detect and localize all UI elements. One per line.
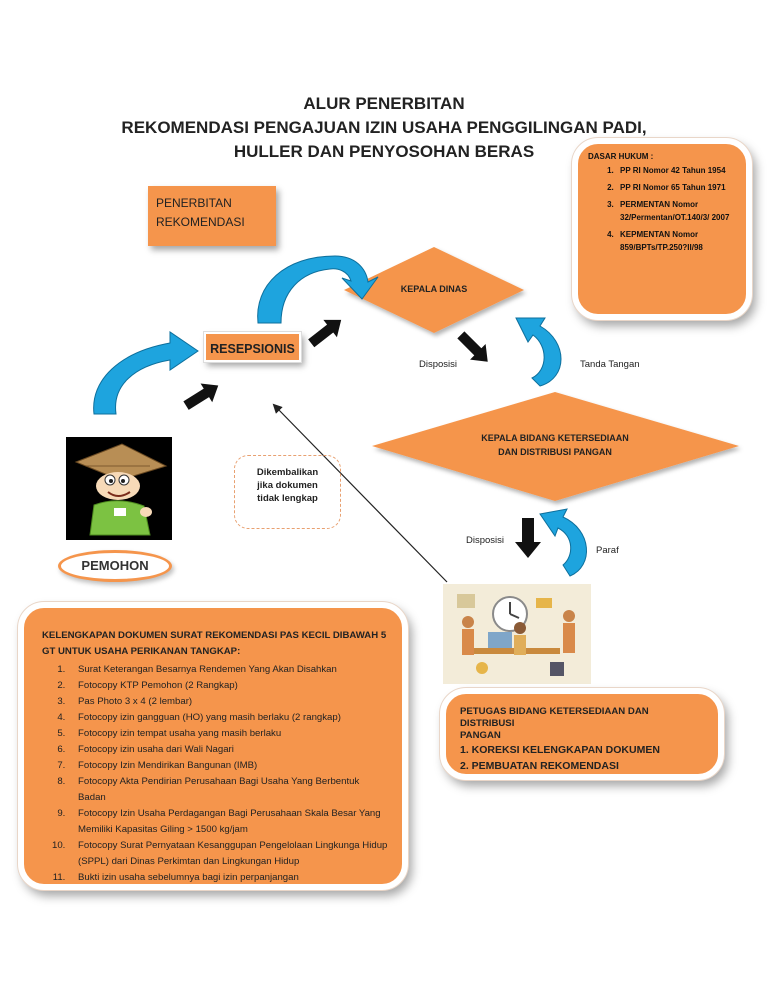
kelengkapan-item: Fotocopy Izin Usaha Perdagangan Bagi Per…: [68, 806, 388, 838]
dasar-hukum-item: PERMENTAN Nomor 32/Permentan/OT.140/3/ 2…: [616, 198, 736, 224]
curved-arrow-pemohon-to-resepsionis: [93, 331, 199, 415]
petugas-task-2: 2. PEMBUATAN REKOMENDASI: [460, 760, 619, 772]
office-illustration: [443, 584, 591, 684]
block-arrow-resepsionis-to-kepala-dinas: [308, 319, 342, 348]
dasar-hukum-item: KEPMENTAN Nomor 859/BPTs/TP.250?II/98: [616, 228, 736, 254]
penerbitan-line-2: REKOMENDASI: [156, 215, 245, 229]
kepala-bidang-line-2: DAN DISTRIBUSI PANGAN: [498, 447, 612, 457]
kelengkapan-item: Fotocopy izin usaha dari Wali Nagari: [68, 742, 388, 758]
petugas-heading-line-2: PANGAN: [460, 730, 501, 741]
curved-arrow-paraf: [539, 508, 587, 577]
kelengkapan-item: Pas Photo 3 x 4 (2 lembar): [68, 694, 388, 710]
kelengkapan-item: Bukti izin usaha sebelumnya bagi izin pe…: [68, 870, 388, 886]
petugas-card: PETUGAS BIDANG KETERSEDIAAN DAN DISTRIBU…: [440, 688, 724, 780]
kelengkapan-heading-line-1: KELENGKAPAN DOKUMEN SURAT REKOMENDASI PA…: [42, 630, 387, 641]
kelengkapan-item: Surat Keterangan Besarnya Rendemen Yang …: [68, 662, 388, 678]
kelengkapan-item: Fotocopy izin tempat usaha yang masih be…: [68, 726, 388, 742]
petugas-heading-line-1: PETUGAS BIDANG KETERSEDIAAN DAN DISTRIBU…: [460, 706, 649, 729]
title-line-2: REKOMENDASI PENGAJUAN IZIN USAHA PENGGIL…: [121, 118, 647, 137]
title-line-3: HULLER DAN PENYOSOHAN BERAS: [233, 142, 535, 161]
resepsionis-box: RESEPSIONIS: [204, 332, 301, 362]
kelengkapan-item: Fotocopy izin gangguan (HO) yang masih b…: [68, 710, 388, 726]
kelengkapan-item: Fotocopy Izin Mendirikan Bangunan (IMB): [68, 758, 388, 774]
curved-arrow-tanda-tangan: [515, 317, 562, 387]
dasar-hukum-item: PP RI Nomor 42 Tahun 1954: [616, 164, 736, 177]
dikembalikan-line-1: Dikembalikan: [256, 467, 319, 478]
disposisi-label-1: Disposisi: [419, 359, 458, 370]
dasar-hukum-list: PP RI Nomor 42 Tahun 1954 PP RI Nomor 65…: [588, 164, 736, 254]
kepala-dinas-label: KEPALA DINAS: [400, 284, 468, 294]
disposisi-label-2: Disposisi: [466, 535, 505, 546]
title-line-1: ALUR PENERBITAN: [303, 94, 465, 113]
kelengkapan-heading-line-2: GT UNTUK USAHA PERIKANAN TANGKAP:: [42, 646, 241, 657]
dikembalikan-line-2: jika dokumen: [257, 480, 318, 491]
kepala-bidang-diamond: [372, 392, 739, 501]
dasar-hukum-card: DASAR HUKUM : PP RI Nomor 42 Tahun 1954 …: [572, 138, 752, 320]
kepala-bidang-line-1: KEPALA BIDANG KETERSEDIAAN: [481, 433, 629, 443]
tanda-tangan-label: Tanda Tangan: [580, 359, 640, 370]
kelengkapan-dokumen-card: KELENGKAPAN DOKUMEN SURAT REKOMENDASI PA…: [18, 602, 408, 890]
block-arrow-pemohon-to-resepsionis: [183, 383, 219, 410]
return-arrow-line: [272, 403, 448, 583]
kelengkapan-list: Surat Keterangan Besarnya Rendemen Yang …: [42, 662, 388, 886]
curved-arrow-resepsionis-to-kepala-dinas: [257, 255, 379, 324]
block-arrow-disposisi-to-petugas: [515, 518, 541, 558]
dikembalikan-line-3: tidak lengkap: [257, 493, 318, 504]
kepala-dinas-diamond: [344, 247, 524, 333]
paraf-label: Paraf: [596, 545, 619, 556]
penerbitan-line-1: PENERBITAN: [156, 196, 232, 210]
kepala-bidang-label: KEPALA BIDANG KETERSEDIAAN DAN DISTRIBUS…: [455, 431, 655, 459]
penerbitan-rekomendasi-box: PENERBITAN REKOMENDASI: [148, 186, 276, 246]
kelengkapan-item: Fotocopy Surat Pernyataan Kesanggupan Pe…: [68, 838, 388, 870]
petugas-task-1: 1. KOREKSI KELENGKAPAN DOKUMEN: [460, 744, 660, 756]
kelengkapan-item: Fotocopy Akta Pendirian Perusahaan Bagi …: [68, 774, 388, 806]
dasar-hukum-item: PP RI Nomor 65 Tahun 1971: [616, 181, 736, 194]
diagram-title: ALUR PENERBITAN REKOMENDASI PENGAJUAN IZ…: [0, 92, 768, 164]
dasar-hukum-heading: DASAR HUKUM :: [588, 152, 654, 161]
pemohon-illustration: [66, 437, 172, 540]
pemohon-label: PEMOHON: [58, 550, 172, 582]
block-arrow-disposisi-to-kepala-bidang: [457, 331, 488, 362]
kelengkapan-item: Fotocopy KTP Pemohon (2 Rangkap): [68, 678, 388, 694]
dikembalikan-note: Dikembalikan jika dokumen tidak lengkap: [234, 455, 341, 529]
